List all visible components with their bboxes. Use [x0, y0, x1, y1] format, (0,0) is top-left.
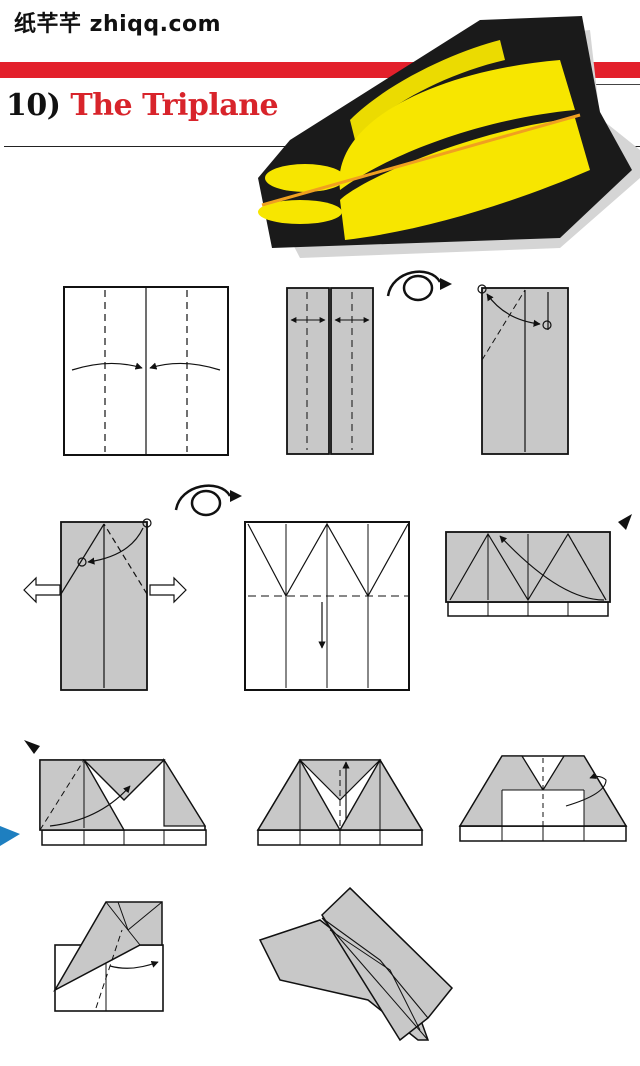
blue-tab-marker	[0, 826, 20, 846]
turn-over-icon	[174, 484, 242, 517]
page-title: 10) The Triplane	[6, 88, 279, 123]
step-number: 10)	[6, 88, 61, 123]
step-6-fold-up	[445, 514, 632, 617]
turn-over-icon	[386, 270, 452, 302]
step-4-unfold-spread	[23, 518, 187, 691]
step-8-pleat-fold	[256, 758, 424, 846]
mark-arrow-icon	[24, 740, 40, 754]
hero-plane-illustration	[258, 16, 640, 258]
step-3-corner-to-line	[477, 284, 569, 455]
site-watermark: 纸芊芊 zhiqq.com	[14, 12, 222, 37]
step-11-finished-plane	[258, 886, 454, 1042]
plane-name: The Triplane	[70, 88, 279, 123]
step-5-crease-pattern	[244, 521, 410, 691]
step-9-fold-back	[458, 755, 628, 842]
step-2-fold-halves	[286, 287, 374, 455]
mark-arrow-icon	[618, 514, 632, 530]
step-7-triangle-fold	[0, 740, 207, 846]
step-10-fold-half	[53, 901, 164, 1012]
step-1-fold-center	[63, 286, 229, 456]
